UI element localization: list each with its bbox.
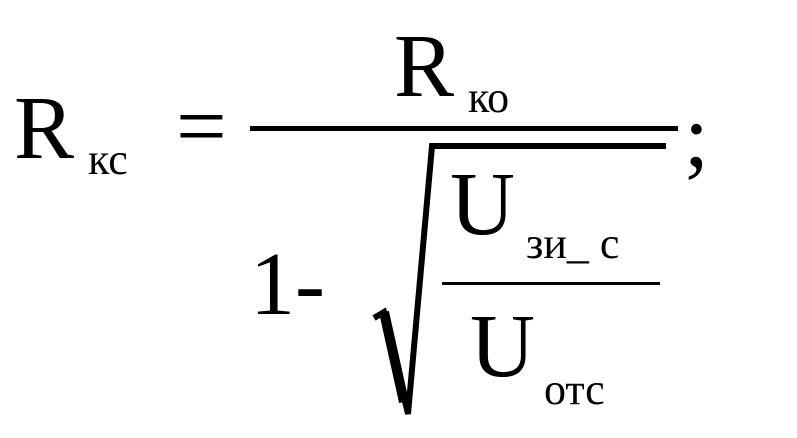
denominator-lead: 1- — [250, 235, 325, 334]
inner-fraction-bar — [442, 282, 660, 285]
lhs-subscript: кс — [88, 135, 128, 184]
terminator: ; — [684, 87, 710, 186]
inner-numerator-subscript: зи_ с — [526, 219, 620, 268]
numerator-symbol: R — [394, 17, 455, 116]
lhs-symbol: R — [14, 79, 75, 178]
inner-denominator-symbol: U — [470, 297, 535, 396]
equals-sign: = — [176, 77, 227, 176]
main-fraction-bar — [250, 126, 678, 131]
inner-denominator-subscript: отс — [544, 365, 605, 414]
inner-numerator-symbol: U — [450, 155, 515, 254]
numerator-subscript: ко — [468, 73, 510, 122]
